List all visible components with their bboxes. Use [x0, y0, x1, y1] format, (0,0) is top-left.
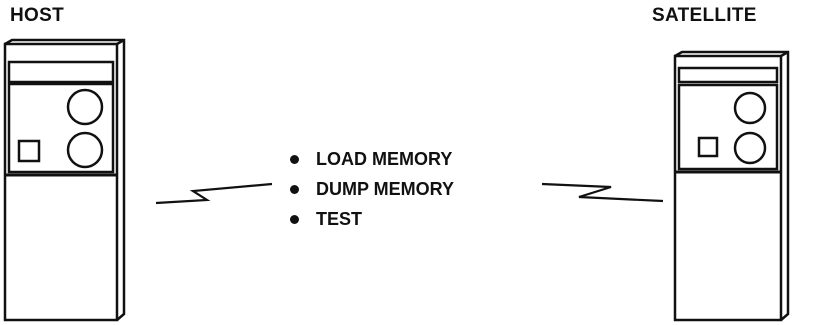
- operation-label: DUMP MEMORY: [316, 178, 455, 199]
- satellite-control-square: [697, 136, 719, 158]
- operations-list: LOAD MEMORY DUMP MEMORY TEST: [290, 144, 454, 234]
- satellite-reel-top: [733, 91, 767, 125]
- operation-item: DUMP MEMORY: [290, 174, 454, 204]
- operation-label: TEST: [316, 208, 363, 229]
- operation-label: LOAD MEMORY: [316, 148, 453, 169]
- satellite-cabinet-body: [673, 54, 783, 322]
- satellite-upper-section: [677, 83, 779, 171]
- satellite-cabinet: [673, 50, 790, 322]
- host-label: HOST: [10, 5, 64, 26]
- host-reel-top: [66, 88, 104, 126]
- operation-item: LOAD MEMORY: [290, 144, 454, 174]
- bullet-icon: [290, 214, 299, 224]
- link-segment-host: [155, 182, 273, 205]
- satellite-top-panel: [677, 66, 779, 84]
- host-upper-section: [7, 82, 115, 174]
- link-segment-satellite: [541, 182, 664, 203]
- host-top-panel: [7, 60, 115, 84]
- host-reel-bottom: [66, 131, 104, 169]
- host-cabinet-body: [3, 42, 119, 322]
- satellite-reel-bottom: [733, 131, 767, 165]
- bullet-icon: [290, 184, 299, 194]
- bullet-icon: [290, 154, 299, 164]
- host-cabinet: [3, 38, 126, 322]
- host-control-square: [17, 139, 41, 163]
- satellite-label: SATELLITE: [652, 5, 757, 26]
- operation-item: TEST: [290, 204, 454, 234]
